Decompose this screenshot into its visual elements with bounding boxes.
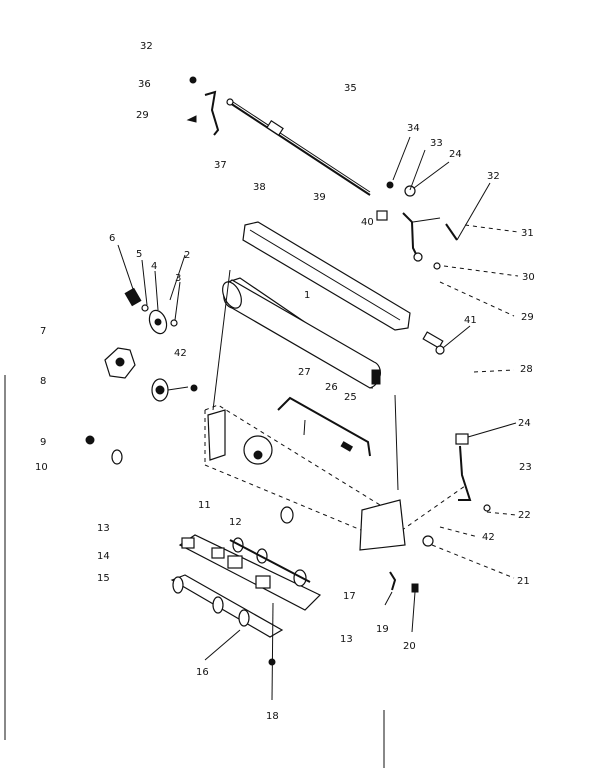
part-label: 9 bbox=[40, 437, 46, 448]
left-gears bbox=[117, 244, 186, 335]
part-label: 17 bbox=[343, 591, 356, 602]
part-label: 28 bbox=[520, 364, 533, 375]
part-label: 23 bbox=[519, 462, 532, 473]
part-label: 11 bbox=[198, 500, 211, 511]
part-label: 5 bbox=[136, 249, 142, 260]
part-label: 24 bbox=[518, 418, 531, 429]
part-label: 25 bbox=[344, 392, 357, 403]
part-label: 38 bbox=[253, 182, 266, 193]
part-label: 29 bbox=[136, 110, 149, 121]
part-label: 39 bbox=[313, 192, 326, 203]
bracket-23 bbox=[455, 433, 491, 512]
part-label: 10 bbox=[35, 462, 48, 473]
part-label: 12 bbox=[229, 517, 242, 528]
part-label: 1 bbox=[304, 290, 310, 301]
part-label: 3 bbox=[175, 273, 181, 284]
feed-rollers bbox=[178, 534, 322, 611]
part-label: 2 bbox=[184, 250, 190, 261]
platen-roller bbox=[222, 277, 381, 389]
part-label: 40 bbox=[361, 217, 374, 228]
part-label: 27 bbox=[298, 367, 311, 378]
part-label: 41 bbox=[464, 315, 477, 326]
part-label: 32 bbox=[140, 41, 153, 52]
spring-clip-19-20 bbox=[384, 571, 419, 633]
part-label: 18 bbox=[266, 711, 279, 722]
part-label: 13 bbox=[340, 634, 353, 645]
part-label: 24 bbox=[449, 149, 462, 160]
part-label: 42 bbox=[482, 532, 495, 543]
part-label: 31 bbox=[521, 228, 534, 239]
part-label: 6 bbox=[109, 233, 115, 244]
part-label: 19 bbox=[376, 624, 389, 635]
part-label: 35 bbox=[344, 83, 357, 94]
part-label: 13 bbox=[97, 523, 110, 534]
left-bracket bbox=[186, 76, 220, 136]
leader-lines-right bbox=[392, 136, 519, 579]
frame-leaders bbox=[212, 269, 399, 491]
top-shaft bbox=[226, 98, 371, 196]
part-labels: 32 36 29 35 34 33 24 32 37 38 39 40 31 6… bbox=[35, 41, 535, 722]
gear-assembly bbox=[104, 347, 198, 402]
part-label: 33 bbox=[430, 138, 443, 149]
part-label: 14 bbox=[97, 551, 110, 562]
part-label: 42 bbox=[174, 348, 187, 359]
part-label: 36 bbox=[138, 79, 151, 90]
part-label: 22 bbox=[518, 510, 531, 521]
lower-shaft bbox=[170, 574, 284, 701]
right-bracket bbox=[376, 181, 458, 270]
part-label: 4 bbox=[151, 261, 157, 272]
shaft-41 bbox=[422, 331, 445, 355]
part-label: 15 bbox=[97, 573, 110, 584]
rod-26 bbox=[277, 396, 371, 457]
part-label: 8 bbox=[40, 376, 46, 387]
part-label: 32 bbox=[487, 171, 500, 182]
part-label: 16 bbox=[196, 667, 209, 678]
part-label: 30 bbox=[522, 272, 535, 283]
main-frame bbox=[204, 404, 434, 551]
part-label: 29 bbox=[521, 312, 534, 323]
part-label: 7 bbox=[40, 326, 46, 337]
small-parts-9-10 bbox=[85, 435, 123, 465]
part-label: 34 bbox=[407, 123, 420, 134]
part-label: 21 bbox=[517, 576, 530, 587]
part-label: 26 bbox=[325, 382, 338, 393]
part-label: 20 bbox=[403, 641, 416, 652]
part-label: 37 bbox=[214, 160, 227, 171]
guide-plate bbox=[242, 221, 411, 331]
